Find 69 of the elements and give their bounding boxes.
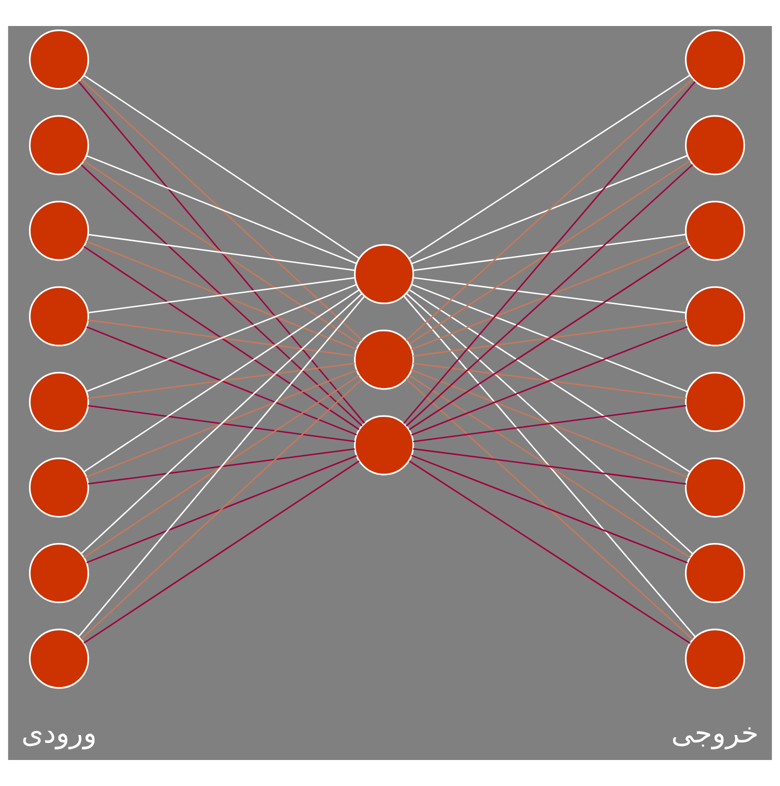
- connector: [88, 234, 355, 271]
- connector: [88, 319, 355, 357]
- connector: [86, 240, 357, 350]
- connector: [80, 293, 362, 554]
- connector: [86, 455, 357, 564]
- node-circle: [684, 543, 746, 604]
- connector: [406, 292, 694, 554]
- connector: [86, 284, 357, 392]
- connector: [408, 74, 691, 259]
- connector: [411, 284, 688, 392]
- node-circle: [28, 286, 90, 346]
- connector: [80, 378, 362, 640]
- connector: [83, 246, 360, 430]
- node-circle: [28, 200, 90, 261]
- node-circle: [354, 244, 414, 304]
- node-circle: [684, 115, 746, 176]
- connector: [88, 405, 355, 442]
- node-circle: [684, 286, 746, 346]
- connector: [403, 81, 696, 424]
- connector: [413, 319, 686, 357]
- node-circle: [684, 628, 746, 689]
- node-circle: [684, 372, 746, 432]
- connector: [408, 289, 691, 473]
- connector: [406, 78, 694, 341]
- node-circle: [28, 628, 90, 689]
- connector: [411, 154, 688, 264]
- node-circle: [28, 543, 90, 604]
- connector: [411, 240, 688, 350]
- connector: [83, 460, 360, 644]
- connector: [413, 448, 686, 485]
- connector: [83, 160, 360, 344]
- connector: [83, 74, 360, 259]
- connector: [86, 369, 357, 478]
- node-circle: [684, 30, 746, 90]
- node-circle: [684, 457, 746, 518]
- connector: [78, 81, 366, 424]
- node-circle: [28, 372, 90, 432]
- connector: [83, 374, 360, 558]
- node-circle: [28, 115, 90, 176]
- connector: [413, 362, 686, 400]
- node-circle: [684, 200, 746, 261]
- connector: [408, 460, 691, 644]
- connector: [88, 362, 355, 399]
- label: خروجی: [671, 716, 759, 750]
- connector: [88, 448, 355, 485]
- node-circle: [354, 415, 414, 476]
- connector: [408, 160, 691, 344]
- connector: [408, 246, 691, 430]
- connector: [88, 277, 355, 314]
- node-circle: [354, 330, 414, 390]
- connector: [408, 374, 691, 558]
- connector: [78, 296, 366, 638]
- connector: [411, 326, 688, 436]
- connector: [86, 155, 357, 264]
- connector: [80, 78, 363, 341]
- connector: [80, 164, 363, 426]
- connector: [406, 164, 694, 427]
- connector: [413, 277, 686, 314]
- node-circle: [28, 457, 90, 518]
- connector: [86, 326, 357, 436]
- connector: [83, 289, 360, 472]
- connector: [411, 369, 688, 478]
- connector: [413, 404, 686, 442]
- connector: [406, 378, 694, 640]
- connector: [403, 295, 696, 638]
- label: ورودی: [21, 716, 97, 750]
- node-circle: [28, 30, 90, 90]
- connector: [413, 234, 686, 272]
- connector: [411, 454, 688, 564]
